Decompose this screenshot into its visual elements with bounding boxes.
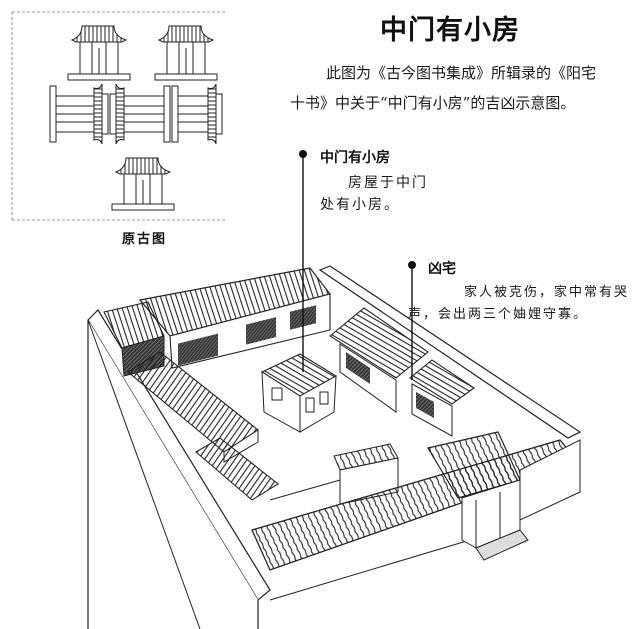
annotation-line: 处有小房。: [320, 197, 400, 213]
intro-line-2: 十书》中关于“中门有小房”的吉凶示意图。: [290, 94, 576, 112]
annotation-body-small-house: 房屋于中门 处有小房。: [320, 172, 490, 216]
annotation-title-small-house: 中门有小房: [320, 150, 390, 166]
gate-house-icon: [154, 25, 218, 81]
gate-house-icon: [111, 157, 175, 211]
gate-house-icon: [67, 25, 131, 81]
annotation-line: 家人被克伤，家中常有哭: [464, 285, 630, 300]
side-gate-icon: [49, 83, 109, 145]
page-title: 中门有小房: [380, 15, 520, 46]
original-figure-caption: 原古图: [122, 232, 168, 247]
intro-paragraph: 此图为《古今图书集成》所辑录的《阳宅 十书》中关于“中门有小房”的吉凶示意图。: [290, 58, 640, 118]
side-gate-icon: [171, 83, 223, 145]
annotation-leader-small-house: [299, 150, 307, 372]
courtyard-isometric-drawing: [87, 265, 582, 629]
original-ancient-figure: [11, 11, 225, 221]
annotation-line: 房屋于中门: [348, 175, 428, 191]
small-house-center: [260, 353, 338, 433]
annotation-leader-ominous-house: [408, 261, 416, 380]
annotation-title-ominous-house: 凶宅: [428, 261, 456, 277]
annotation-body-ominous-house: 家人被克伤，家中常有哭 声，会出两三个妯娌守寡。: [408, 282, 640, 326]
annotation-line: 声，会出两三个妯娌守寡。: [408, 307, 589, 322]
side-gate-icon: [109, 83, 171, 145]
intro-line-1: 此图为《古今图书集成》所辑录的《阳宅: [326, 64, 597, 82]
